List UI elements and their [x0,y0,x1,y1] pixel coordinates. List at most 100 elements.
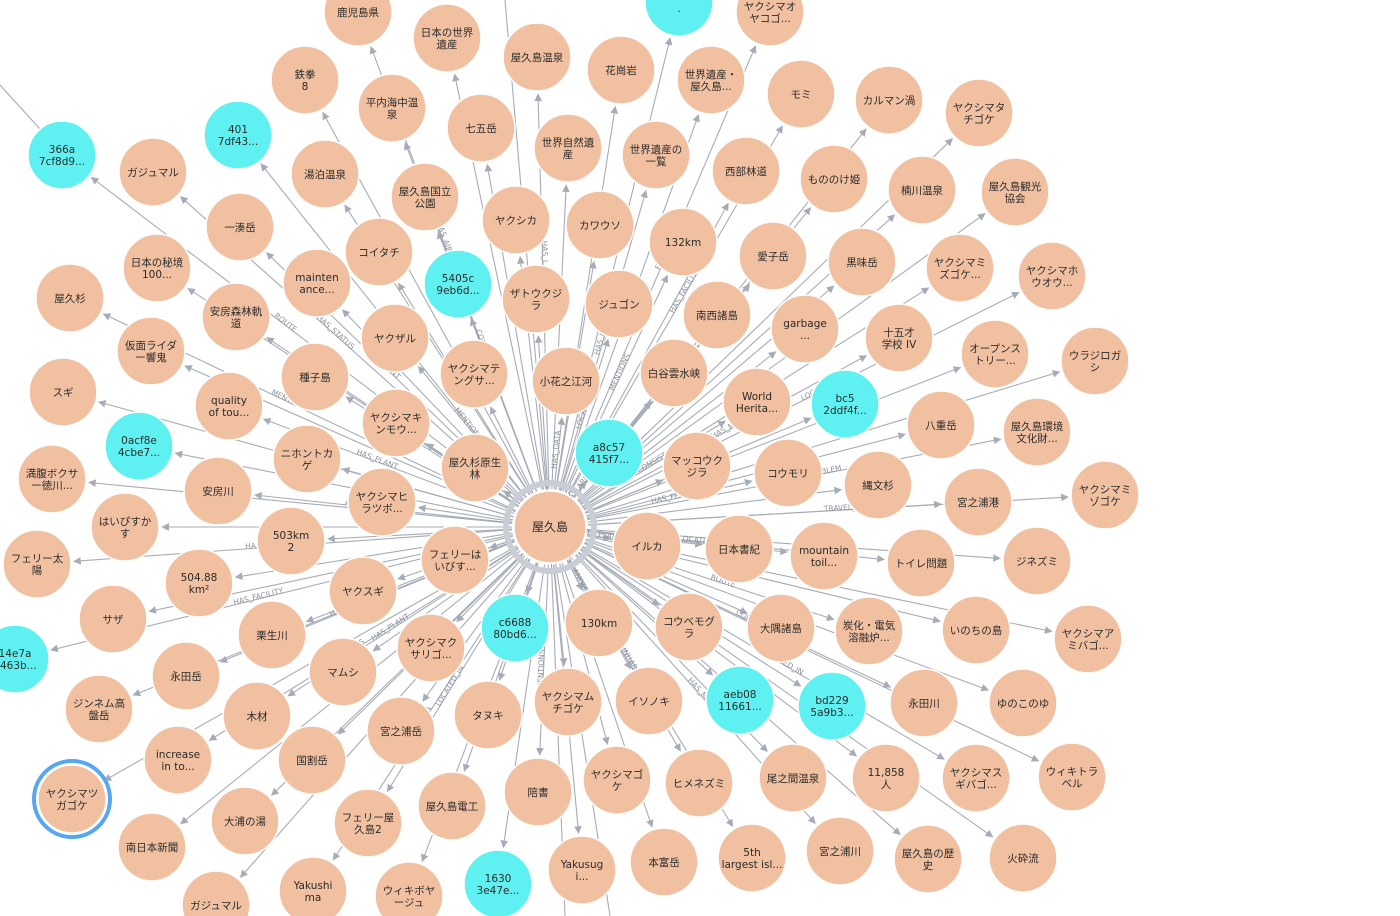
node-circle[interactable] [222,681,292,751]
entity-node[interactable]: garbage... [770,294,840,364]
node-circle[interactable] [586,35,656,105]
entity-node[interactable]: オープンストリー... [960,319,1030,389]
entity-node[interactable]: 永田川 [889,668,959,738]
node-circle[interactable] [347,467,417,537]
entity-node[interactable]: 花崗岩 [586,35,656,105]
entity-node[interactable]: ウィキボヤージュ [374,861,444,916]
entity-node[interactable]: 本富岳 [629,827,699,897]
entity-node[interactable]: 縄文杉 [843,450,913,520]
entity-node[interactable]: 平内海中温泉 [357,73,427,143]
entity-node[interactable]: 栗生川 [237,600,307,670]
node-circle[interactable] [906,390,976,460]
entity-node[interactable]: 八重岳 [906,390,976,460]
node-circle[interactable] [629,827,699,897]
entity-node[interactable]: 炭化・電気溶融炉... [834,596,904,666]
entity-node[interactable]: イソノキ [614,666,684,736]
node-circle[interactable] [612,511,682,581]
entity-node[interactable]: 小花之江河 [531,346,601,416]
node-circle[interactable] [420,525,490,595]
node-circle[interactable] [90,492,160,562]
entity-node[interactable]: 木材 [222,681,292,751]
node-circle[interactable] [533,113,603,183]
node-circle[interactable] [357,73,427,143]
entity-node[interactable]: カワウソ [565,190,635,260]
node-circle[interactable] [944,78,1014,148]
entity-node[interactable]: タヌキ [453,680,523,750]
entity-node[interactable]: ウラジロガシ [1060,326,1130,396]
entity-node[interactable]: 満腹ボクサー徳川... [17,444,87,514]
node-circle[interactable] [943,467,1013,537]
node-circle[interactable] [746,593,816,663]
entity-node[interactable]: イルカ [612,511,682,581]
node-circle[interactable] [1002,397,1072,467]
entity-node[interactable]: ヤクシマスギバゴ... [941,743,1011,813]
entity-node[interactable]: ヤクシマミゾゴケ [1070,460,1140,530]
entity-node[interactable]: ジネズミ [1002,526,1072,596]
entity-node[interactable]: カルマン渦 [854,65,924,135]
entity-node[interactable]: 屋久杉 [35,263,105,333]
node-circle[interactable] [797,671,867,741]
entity-node[interactable]: ヤクシマタチゴケ [944,78,1014,148]
entity-node[interactable]: 尾之間温泉 [758,743,828,813]
node-circle[interactable] [664,748,734,818]
entity-node[interactable]: 宮之浦川 [805,816,875,886]
node-circle[interactable] [278,856,348,916]
entity-node[interactable]: 世界自然遺産 [533,113,603,183]
entity-node[interactable]: マムシ [308,637,378,707]
node-circle[interactable] [237,600,307,670]
node-circle[interactable] [584,269,654,339]
entity-node[interactable]: ヤクシマムチゴケ [533,667,603,737]
entity-node[interactable]: 宮之浦港 [943,467,1013,537]
entity-node[interactable]: ヤクシマホウオウ... [1017,241,1087,311]
node-circle[interactable] [480,593,550,663]
entity-node[interactable]: 安房川 [183,456,253,526]
entity-node[interactable]: 一湊岳 [205,192,275,262]
node-circle[interactable] [0,624,50,694]
node-circle[interactable] [122,233,192,303]
node-circle[interactable] [799,144,869,214]
node-circle[interactable] [64,674,134,744]
node-circle[interactable] [925,233,995,303]
entity-node[interactable]: トイレ問題 [886,528,956,598]
entity-node[interactable]: 日本書紀 [704,514,774,584]
node-circle[interactable] [181,870,251,916]
node-circle[interactable] [843,450,913,520]
node-circle[interactable] [256,506,326,576]
entity-node[interactable]: いのちの島 [941,595,1011,665]
entity-node[interactable]: はいぴすかす [90,492,160,562]
entity-node[interactable]: ガジュマル [181,870,251,916]
node-circle[interactable] [789,521,859,591]
node-circle[interactable] [194,371,264,441]
node-circle[interactable] [344,217,414,287]
node-circle[interactable] [564,588,634,658]
node-circle[interactable] [662,431,732,501]
node-circle[interactable] [980,157,1050,227]
node-circle[interactable] [151,641,221,711]
entity-node[interactable]: 世界遺産の一覧 [621,120,691,190]
node-circle[interactable] [35,263,105,333]
entity-node[interactable]: 屋久島環境文化財... [1002,397,1072,467]
node-circle[interactable] [282,248,352,318]
entity-node[interactable]: 鹿児島県 [323,0,393,47]
chunk-node[interactable]: 6041d... [644,0,714,37]
node-circle[interactable] [501,264,571,334]
entity-node[interactable]: ヒメネズミ [664,748,734,818]
node-circle[interactable] [323,0,393,47]
node-circle[interactable] [621,120,691,190]
node-circle[interactable] [889,668,959,738]
entity-node[interactable]: 世界遺産・屋久島... [676,45,746,115]
node-circle[interactable] [1002,526,1072,596]
node-circle[interactable] [503,757,573,827]
node-circle[interactable] [582,745,652,815]
entity-node[interactable]: 湯泊温泉 [290,139,360,209]
entity-node[interactable]: 愛子岳 [738,221,808,291]
entity-node[interactable]: ヤクシカ [481,185,551,255]
